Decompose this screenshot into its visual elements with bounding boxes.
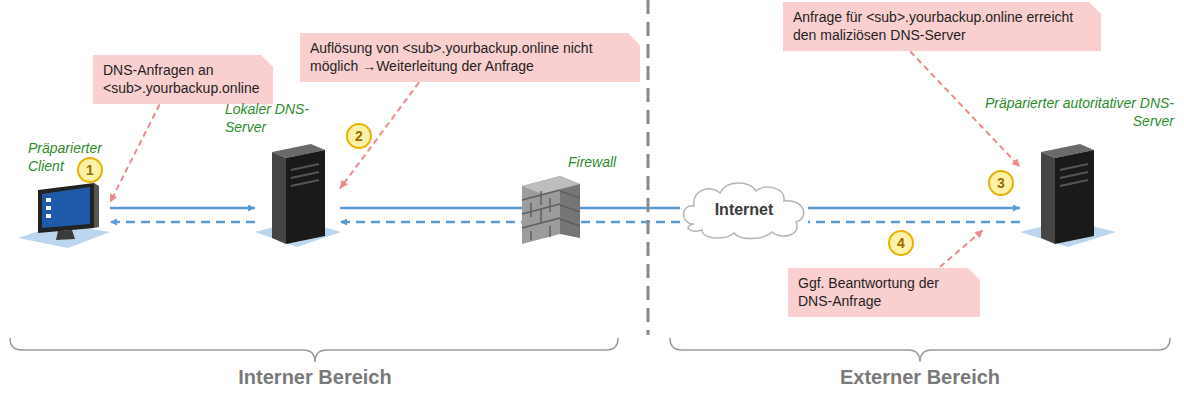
dns-flow-arrow	[110, 221, 255, 224]
node-label: Präparierter autoritativer DNS-Server	[984, 95, 1174, 130]
callout-box: Auflösung von <sub>.yourbackup.online ni…	[300, 33, 640, 82]
leader-arrow	[340, 82, 419, 188]
firewall-node: Firewall	[518, 172, 582, 246]
server-tower	[1020, 144, 1116, 247]
dns-flow-arrow	[340, 207, 680, 210]
callout-number: 4	[888, 230, 914, 256]
callout-text: DNS-Anfragen an <sub>.yourbackup.online	[103, 61, 263, 97]
leader-line	[940, 230, 983, 267]
callout-box: Anfrage für <sub>.yourbackup.online erre…	[783, 2, 1101, 51]
server-tower	[255, 144, 341, 247]
leader-arrow	[110, 104, 160, 202]
server-node: Präparierter autoritativer DNS-Server	[1020, 140, 1115, 248]
callout-number: 3	[988, 170, 1014, 196]
callout-text: Auflösung von <sub>.yourbackup.online ni…	[310, 39, 630, 75]
region-brace	[10, 338, 618, 362]
region-label: Interner Bereich	[238, 366, 391, 389]
callout-number: 2	[346, 123, 372, 149]
dns-flow-arrow	[340, 221, 680, 224]
node-label: Firewall	[568, 154, 616, 172]
callout-text: Ggf. Beantwortung der DNS-Anfrage	[798, 274, 970, 310]
cloud-label: Internet	[715, 201, 774, 219]
callout-text: Anfrage für <sub>.yourbackup.online erre…	[793, 8, 1091, 44]
callout-box: DNS-Anfragen an <sub>.yourbackup.online	[93, 55, 273, 104]
dns-flow-arrow	[808, 221, 1020, 224]
dns-flow-arrow	[110, 207, 255, 210]
internet-cloud: Internet	[680, 180, 808, 240]
region-brace	[670, 338, 1170, 362]
callout-box: Ggf. Beantwortung der DNS-Anfrage	[788, 268, 980, 317]
firewall-wall	[522, 176, 580, 244]
callout-number: 1	[77, 157, 103, 183]
node-label: Lokaler DNS-Server	[225, 101, 315, 136]
node-label: Präparierter Client	[28, 140, 118, 175]
dns-flow-arrow	[808, 207, 1020, 210]
client-monitor	[18, 183, 110, 248]
server-node: Lokaler DNS-Server	[255, 140, 340, 248]
client-node: Präparierter Client	[22, 183, 110, 248]
region-label: Externer Bereich	[840, 366, 1000, 389]
zone-divider	[647, 0, 650, 335]
